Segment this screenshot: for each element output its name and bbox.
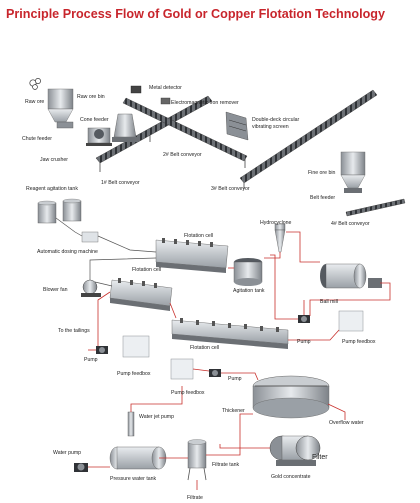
pump-middle — [209, 369, 221, 377]
label-pump-middle: Pump — [228, 376, 242, 382]
label-ball-mill: Ball mill — [320, 299, 338, 305]
reagent-tanks — [37, 198, 82, 224]
label-overflow-water: Overflow water — [329, 420, 364, 426]
flotation-cell-upper — [155, 238, 229, 273]
jaw-crusher — [86, 127, 112, 146]
label-pump-feedbox-middle: Pump feedbox — [171, 390, 205, 396]
pump-feedbox-middle — [170, 358, 194, 380]
label-belt-conveyor-4: 4# Belt conveyor — [331, 221, 370, 227]
label-pressure-water-tank: Pressure water tank — [110, 476, 157, 482]
label-metal-detector: Metal detector — [149, 85, 182, 91]
cone-crusher — [112, 113, 138, 142]
pressure-water-tank — [109, 446, 167, 470]
label-water-pump: Water pump — [53, 450, 81, 456]
label-flotation-cell-1: Flotation cell — [184, 233, 213, 239]
label-thickener: Thickener — [222, 408, 245, 414]
label-pump-left: Pump — [84, 357, 98, 363]
belt-conveyor-4 — [345, 198, 406, 217]
ball-mill — [320, 263, 382, 289]
water-jet-pump — [127, 411, 135, 437]
dosing-machine — [81, 231, 99, 243]
label-flotation-cell-3: Flotation cell — [190, 345, 219, 351]
label-raw-ore: Raw ore — [25, 99, 44, 105]
diagram-title: Principle Process Flow of Gold or Copper… — [6, 7, 386, 21]
raw-ore-bin — [47, 88, 74, 123]
belt-conveyor-3 — [239, 89, 378, 189]
pump-feedbox-left — [122, 335, 150, 358]
label-filter: Filter — [312, 454, 328, 461]
label-vibrating-screen-line2: vibrating screen — [252, 124, 289, 130]
belt-conveyor-2 — [122, 97, 248, 168]
label-hydrocyclone: Hydrocyclone — [260, 220, 292, 226]
hydrocyclone — [274, 223, 286, 253]
vibrating-screen — [225, 111, 249, 141]
label-belt-feeder: Belt feeder — [310, 195, 335, 201]
pipelines — [55, 217, 391, 490]
filter-press — [269, 435, 321, 466]
raw-ore-pile — [29, 78, 41, 90]
pump-left — [96, 346, 108, 354]
label-iron-remover: Electromagnetic iron remover — [171, 100, 239, 106]
label-belt-conveyor-1: 1# Belt conveyor — [101, 180, 140, 186]
label-belt-conveyor-3: 3# Belt conveyor — [211, 186, 250, 192]
thickener — [252, 375, 330, 419]
label-belt-conveyor-2: 2# Belt conveyor — [163, 152, 202, 158]
label-filtrate-tank: Filtrate tank — [212, 462, 240, 468]
agitation-tank — [233, 258, 263, 286]
label-pump-feedbox-right: Pump feedbox — [342, 339, 376, 345]
label-fine-ore-bin: Fine ore bin — [308, 170, 336, 176]
label-vibrating-screen-line1: Double-deck circular — [252, 117, 300, 123]
water-pump — [74, 463, 88, 472]
label-to-the-tailings: To the tailings — [58, 328, 90, 334]
label-blower-fan: Blower fan — [43, 287, 68, 293]
label-reagent-agitation-tank: Reagent agitation tank — [26, 186, 78, 192]
flotation-cell-lower — [171, 318, 289, 349]
chute-feeder — [56, 121, 74, 129]
metal-detector — [130, 85, 142, 94]
label-jaw-crusher: Jaw crusher — [40, 157, 68, 163]
pump-right — [298, 315, 310, 323]
label-cone-feeder: Cone feeder — [80, 117, 109, 123]
iron-remover — [160, 97, 171, 105]
flotation-cell-lower-left — [109, 278, 173, 311]
fine-ore-bin — [340, 151, 366, 193]
label-pump-right: Pump — [297, 339, 311, 345]
pump-feedbox-right — [338, 310, 364, 332]
filtrate-tank — [187, 439, 207, 481]
label-pump-feedbox-left: Pump feedbox — [117, 371, 151, 377]
label-chute-feeder: Chute feeder — [22, 136, 52, 142]
label-filtrate: Filtrate — [187, 495, 203, 501]
label-raw-ore-bin: Raw ore bin — [77, 94, 105, 100]
label-gold-concentrate: Gold concentrate — [271, 474, 311, 480]
label-water-jet-pump: Water jet pump — [139, 414, 174, 420]
label-dosing-machine: Automatic dosing machine — [37, 249, 98, 255]
belt-conveyor-1 — [95, 95, 213, 172]
label-agitation-tank: Agitation tank — [233, 288, 265, 294]
label-flotation-cell-2: Flotation cell — [132, 267, 161, 273]
